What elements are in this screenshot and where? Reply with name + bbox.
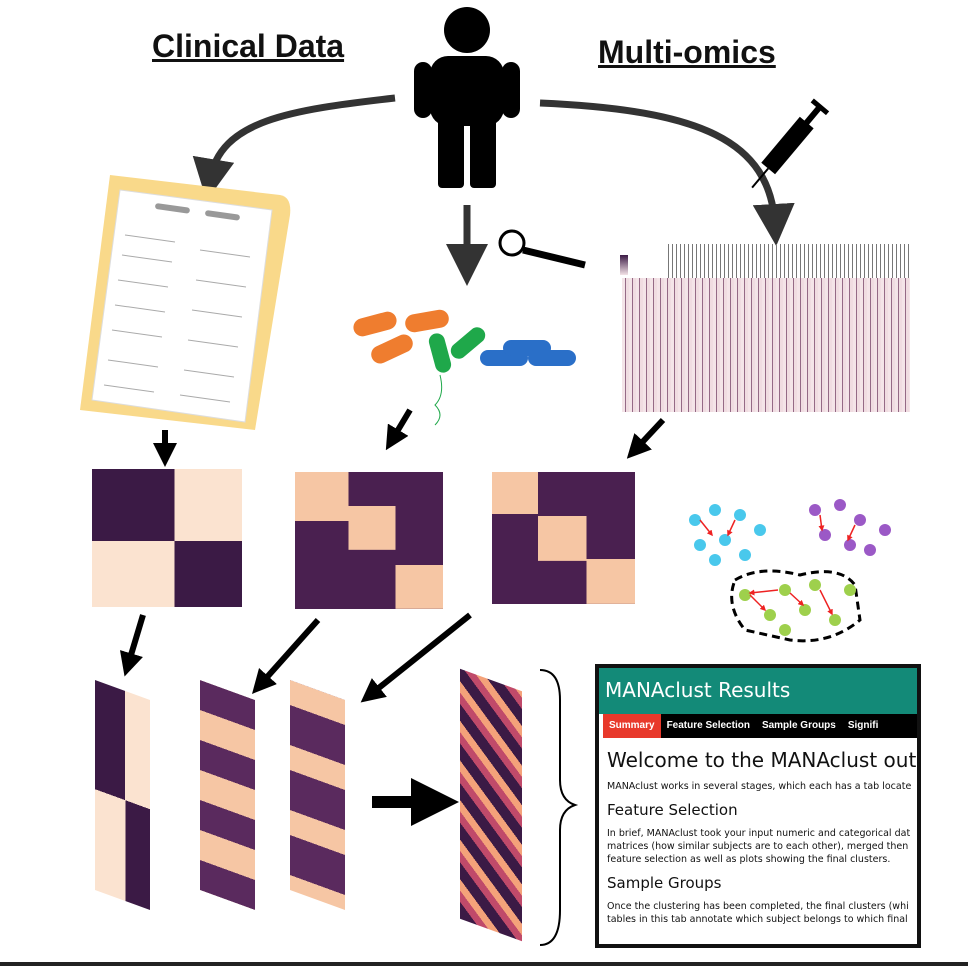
section-text: Once the clustering has been completed, … [607,901,909,925]
tab-significance[interactable]: Signifi [847,720,879,731]
results-tabs: Summary Feature Selection Sample Groups … [603,714,917,738]
layer-microbiome [200,679,255,911]
merged-layer [460,668,522,942]
arrow-microbe-down [385,408,413,451]
section-title: Sample Groups [607,874,722,892]
section-title: Feature Selection [607,801,738,819]
clinical-data-title: Clinical Data [152,28,345,64]
clinical-similarity-heatmap [92,469,242,607]
network-icon [689,499,891,643]
omics-color-legend [620,255,628,275]
section-text: In brief, MANAclust took your input nume… [607,828,911,865]
clinical-form-icon [80,175,291,430]
omics-dendrogram [668,244,910,278]
syringe-icon [751,98,830,189]
intro-text: MANAclust works in several stages, which… [607,781,912,792]
arrow-hm1-down [119,614,146,677]
omics-similarity-heatmap [492,472,635,604]
microbes-icon [353,309,576,426]
multi-omics-title: Multi-omics [598,34,776,70]
arrow-to-omics [539,99,795,246]
manaclust-results-panel: MANAclust Results Summary Feature Select… [595,664,921,948]
tab-summary[interactable]: Summary [603,714,661,738]
arrow-to-clinical [192,94,396,201]
arrow-hm3-down [360,612,472,703]
layer-omics [290,679,345,911]
arrow-omics-down [626,417,666,459]
person-icon [414,7,520,188]
microbiome-similarity-heatmap [295,472,443,609]
welcome-heading: Welcome to the MANAclust output w [607,748,917,772]
magnifier-icon [498,229,586,269]
omics-heatmap [622,278,910,412]
tab-feature-selection[interactable]: Feature Selection [666,720,750,731]
arrow-hm2-down [252,618,321,694]
tab-sample-groups[interactable]: Sample Groups [761,720,836,731]
layer-clinical [95,679,150,911]
bottom-border [0,962,968,966]
results-header: MANAclust Results [599,668,917,714]
curly-brace [539,669,579,946]
